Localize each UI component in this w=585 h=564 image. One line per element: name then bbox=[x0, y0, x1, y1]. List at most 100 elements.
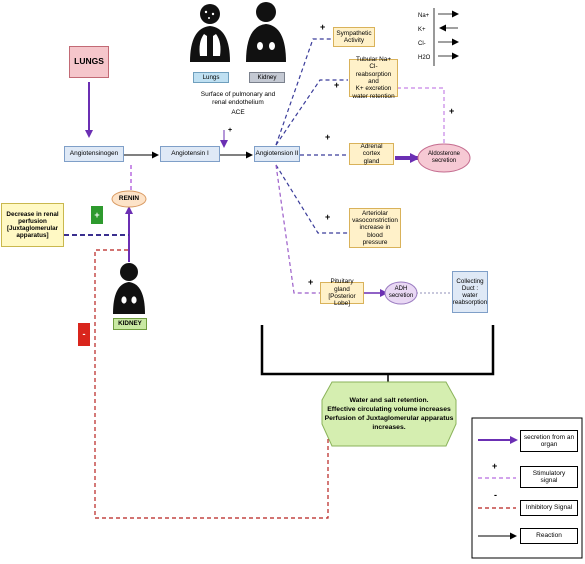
lungs-organ-tag: Lungs bbox=[193, 72, 229, 83]
legend-secretion-label: secretion from an organ bbox=[520, 430, 578, 452]
pituitary-line-2: [Posterior Lobe] bbox=[328, 293, 356, 308]
collecting-line-3: water bbox=[462, 292, 478, 299]
ang2-to-pituitary bbox=[275, 164, 320, 294]
pituitary-line-1: Pituitary gland bbox=[330, 278, 354, 293]
plus-sign-aldosterone: + bbox=[449, 106, 455, 116]
arteriolar-line-2: vasoconstriction bbox=[352, 216, 398, 224]
adh-line-1: ADH bbox=[394, 286, 408, 293]
decrease-line-1: Decrease in renal bbox=[6, 210, 59, 218]
aldosterone-node: Aldosterone secretion bbox=[418, 146, 470, 170]
adrenal-box: Adrenal cortex gland bbox=[349, 143, 394, 165]
decrease-line-4: apparatus] bbox=[16, 232, 49, 240]
inhibitory-minus-sign: - bbox=[82, 329, 86, 340]
arteriolar-line-4: pressure bbox=[362, 239, 388, 247]
angiotensin2-box: Angiotension II bbox=[254, 146, 300, 162]
legend-minus-sign: - bbox=[494, 490, 497, 500]
kidney-organ-label: Kidney bbox=[257, 73, 277, 81]
renin-label: RENIN bbox=[118, 195, 140, 203]
collecting-line-2: Duct : bbox=[461, 284, 479, 292]
inhibitory-minus-box: - bbox=[78, 323, 90, 346]
decrease-line-3: [Juxtaglomerular bbox=[6, 225, 59, 232]
ion-h2o: H2O bbox=[418, 55, 431, 61]
ion-cl: Cl- bbox=[418, 41, 426, 47]
ion-k: K+ bbox=[418, 27, 426, 33]
sympathetic-line-2: Activity bbox=[343, 37, 365, 44]
aldosterone-to-tubular bbox=[398, 87, 445, 143]
adh-cloud bbox=[384, 281, 418, 305]
legend-stimulatory-label: Stimulatory signal bbox=[520, 466, 578, 488]
arteriolar-box: Arteriolar vasoconstriction increase in … bbox=[349, 208, 401, 248]
inhibitory-feedback-line bbox=[94, 249, 329, 519]
tubular-line-2: reabsorption and bbox=[355, 70, 392, 85]
surface-line-1: Surface of pulmonary and bbox=[200, 91, 276, 98]
angiotensin1-label: Angiotensin I bbox=[171, 150, 209, 158]
surface-text: Surface of pulmonary and renal endotheli… bbox=[188, 91, 288, 117]
legend-stimulatory-line-2: signal bbox=[540, 477, 558, 484]
aldosterone-line-1: Aldosterone bbox=[427, 151, 461, 158]
result-octagon bbox=[321, 381, 457, 447]
angiotensinogen-box: Angiotensinogen bbox=[64, 146, 124, 162]
legend-plus-sign: + bbox=[492, 461, 498, 471]
result-line-3: Perfusion of Juxtaglomerular apparatus bbox=[324, 415, 454, 422]
kidney-person-icon bbox=[246, 2, 286, 62]
plus-sign-tubular: + bbox=[334, 80, 340, 90]
plus-sign-arteriolar: + bbox=[325, 212, 331, 222]
legend-secretion-line-1: secretion from an bbox=[523, 433, 575, 441]
aldosterone-line-2: secretion bbox=[431, 158, 457, 164]
angiotensinogen-label: Angiotensinogen bbox=[69, 150, 119, 158]
result-line-2: Effective circulating volume increases bbox=[327, 405, 451, 413]
kidney-organ-tag: Kidney bbox=[249, 72, 285, 83]
arteriolar-line-3: increase in blood bbox=[359, 224, 391, 239]
legend-secretion-line-2: organ bbox=[540, 441, 558, 448]
kidney-box: KIDNEY bbox=[113, 318, 147, 330]
arteriolar-line-1: Arteriolar bbox=[362, 209, 388, 217]
plus-sign-sympathetic: + bbox=[320, 22, 326, 32]
result-line-4: increases. bbox=[372, 424, 406, 432]
surface-line-2: renal endothelium bbox=[212, 99, 264, 107]
lungs-box: LUNGS bbox=[69, 46, 109, 78]
stimulatory-plus-sign: + bbox=[94, 209, 100, 220]
collecting-duct-box: Collecting Duct : water reabsorption bbox=[452, 271, 488, 313]
legend-reaction-label: Reaction bbox=[520, 528, 578, 544]
angiotensin2-label: Angiotension II bbox=[255, 150, 299, 158]
ion-na: Na+ bbox=[418, 13, 430, 19]
ang2-to-arteriolar bbox=[275, 164, 348, 234]
renin-node: RENIN bbox=[112, 192, 146, 206]
decrease-perfusion-box: Decrease in renal perfusion [Juxtaglomer… bbox=[1, 203, 64, 247]
legend-stimulatory-line-1: Stimulatory bbox=[532, 469, 566, 477]
stimulatory-plus-box: + bbox=[91, 206, 103, 224]
result-text: Water and salt retention. Effective circ… bbox=[324, 384, 454, 444]
lungs-person-icon bbox=[190, 4, 230, 62]
result-line-1: Water and salt retention. bbox=[349, 396, 429, 404]
lungs-label: LUNGS bbox=[74, 56, 104, 67]
adrenal-line-1: Adrenal cortex bbox=[360, 142, 383, 158]
sympathetic-line-1: Sympathetic bbox=[336, 29, 372, 37]
tubular-box: Tubular Na+ Cl- reabsorption and K+ excr… bbox=[349, 55, 398, 100]
kidney-organ-person-icon bbox=[113, 263, 145, 314]
pituitary-box: Pituitary gland [Posterior Lobe] bbox=[320, 278, 364, 307]
ang2-to-sympathetic bbox=[275, 38, 332, 146]
decrease-line-2: perfusion bbox=[18, 217, 47, 225]
adh-line-2: secretion bbox=[388, 293, 414, 299]
plus-sign-pituitary: + bbox=[308, 277, 314, 287]
ang2-to-tubular bbox=[275, 79, 348, 146]
kidney-label: KIDNEY bbox=[118, 320, 142, 328]
lungs-organ-label: Lungs bbox=[202, 73, 220, 81]
tubular-line-4: water retention bbox=[352, 92, 395, 100]
plus-sign-ace: + bbox=[228, 127, 233, 134]
collecting-line-1: Collecting bbox=[456, 277, 484, 285]
legend-inhibitory-text: Inhibitory Signal bbox=[525, 504, 573, 512]
tubular-line-3: K+ excretion bbox=[355, 85, 392, 93]
angiotensin1-box: Angiotensin I bbox=[160, 146, 220, 162]
tubular-line-1: Tubular Na+ Cl- bbox=[355, 55, 392, 71]
ion-list: Na+ K+ Cl- H2O bbox=[418, 9, 434, 65]
effects-bracket bbox=[260, 325, 495, 376]
adrenal-line-2: gland bbox=[363, 157, 380, 165]
legend-reaction-text: Reaction bbox=[536, 532, 562, 540]
aldosterone-cloud bbox=[417, 143, 471, 173]
renin-ellipse bbox=[111, 190, 147, 208]
collecting-line-4: reabsorption bbox=[452, 299, 488, 307]
ace-label: ACE bbox=[231, 109, 245, 117]
